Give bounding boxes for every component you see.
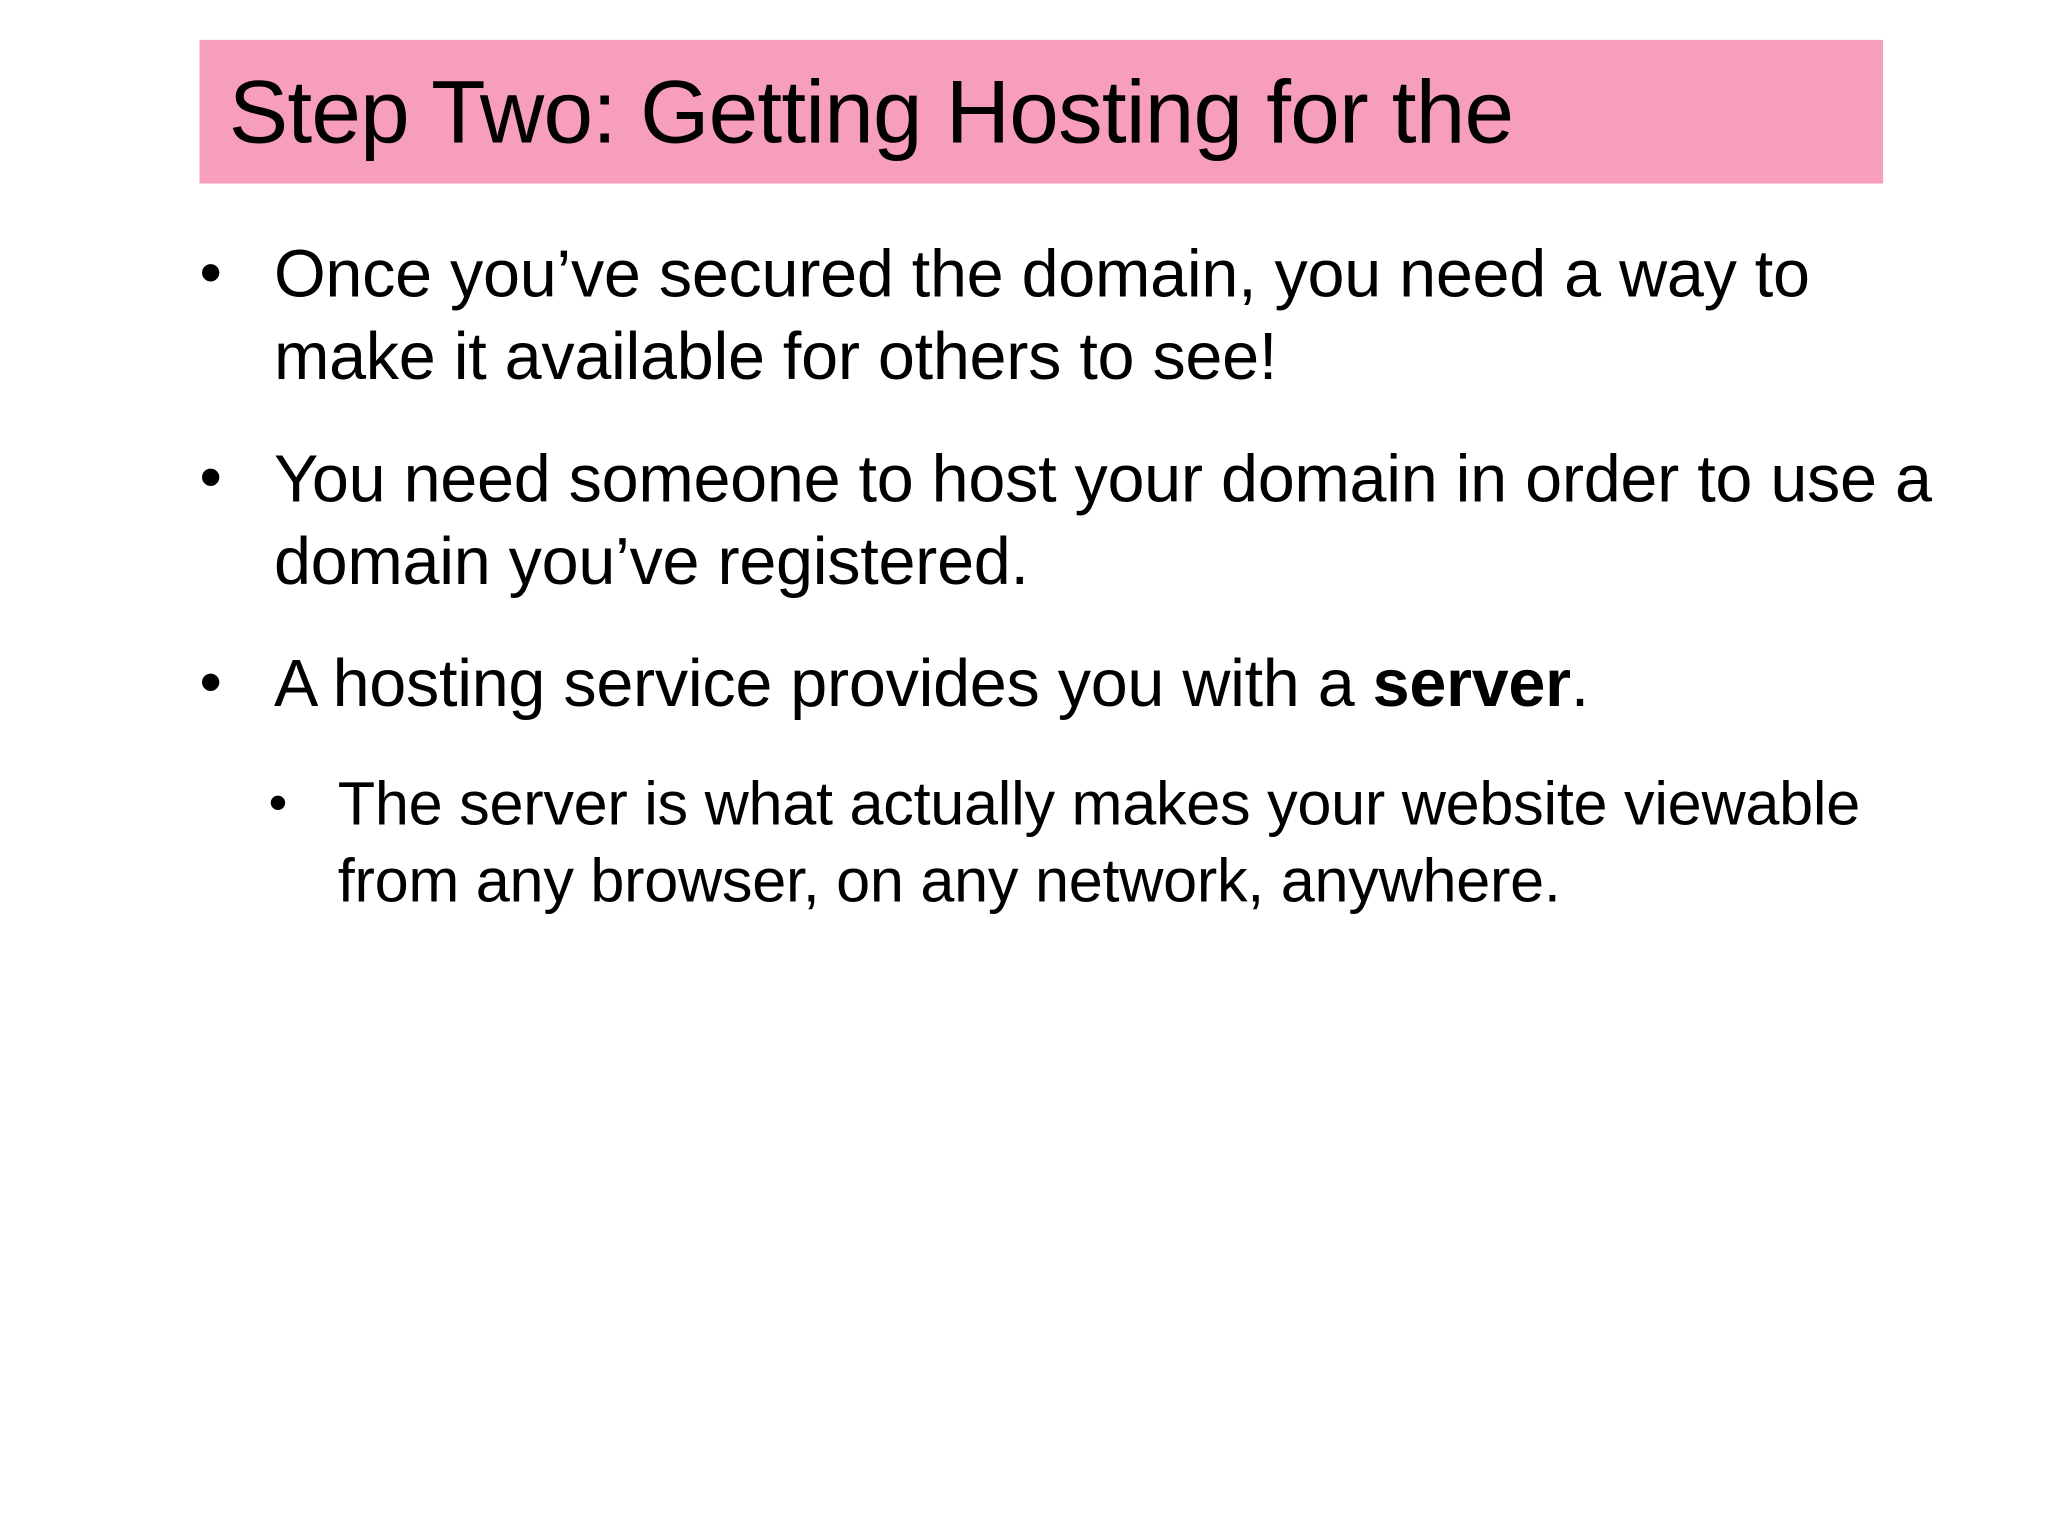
sub-bullet-marker-icon: • — [268, 773, 288, 833]
slide-body: • Once you’ve secured the domain, you ne… — [199, 233, 1968, 919]
bullet-text-3-tail: . — [1570, 646, 1589, 721]
bullet-text-3: A hosting service provides you with a se… — [274, 642, 1968, 724]
bullet-item-3: • A hosting service provides you with a … — [199, 642, 1968, 724]
bullet-marker-icon: • — [199, 442, 222, 514]
bullet-item-2: • You need someone to host your domain i… — [199, 438, 1968, 603]
bullet-text-2: You need someone to host your domain in … — [273, 441, 1932, 599]
sub-bullet-item-1: • The server is what actually makes your… — [269, 765, 1969, 919]
sub-bullet-text-1: The server is what actually makes your w… — [337, 768, 1860, 915]
bullet-text-3-emphasis: server — [1372, 646, 1571, 721]
bullet-text-1: Once you’ve secured the domain, you need… — [273, 236, 1810, 394]
sub-bullet-list: • The server is what actually makes your… — [199, 765, 1968, 919]
title-band: Step Two: Getting Hosting for the — [199, 39, 1884, 184]
bullet-item-1: • Once you’ve secured the domain, you ne… — [199, 233, 1968, 398]
page-title: Step Two: Getting Hosting for the — [228, 61, 1514, 162]
bullet-text-3-lead: A hosting service provides you with a — [273, 646, 1373, 721]
bullet-marker-icon: • — [199, 238, 222, 309]
bullet-marker-icon: • — [199, 647, 222, 719]
